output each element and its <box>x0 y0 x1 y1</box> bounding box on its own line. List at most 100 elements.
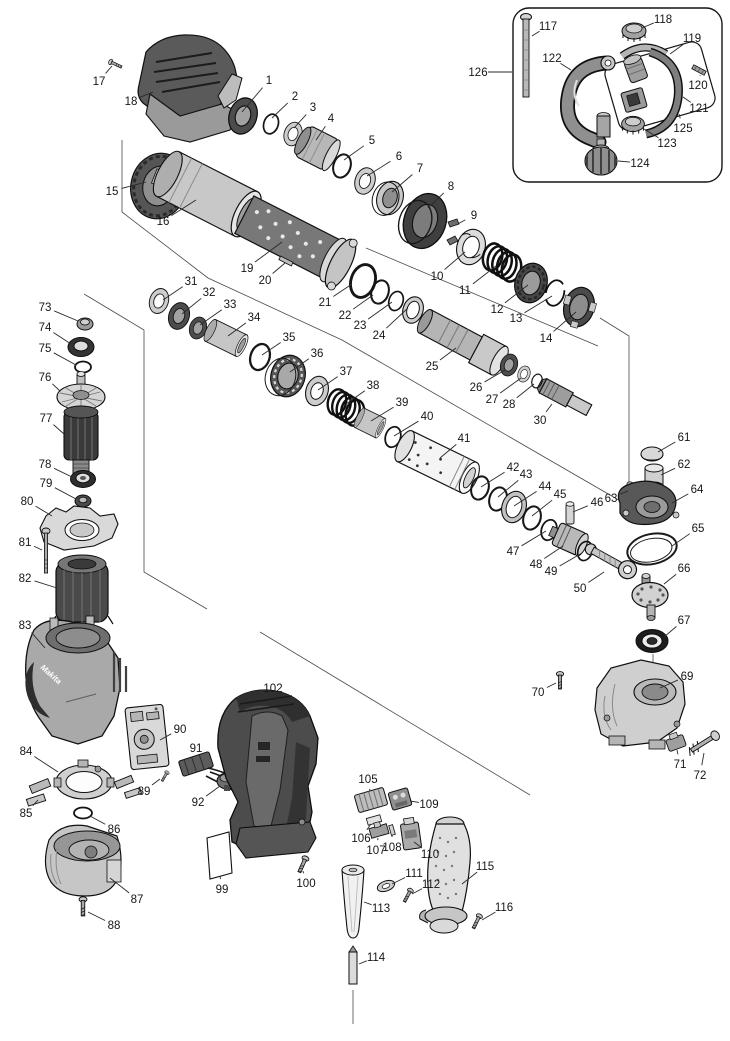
part-70-screw <box>555 671 565 690</box>
part-label-40: 40 <box>421 411 434 423</box>
leader-line-77 <box>53 424 65 435</box>
inset-box <box>512 7 723 183</box>
part-label-5: 5 <box>369 135 375 147</box>
part-13-circlip <box>544 279 566 307</box>
part-label-105: 105 <box>358 774 377 786</box>
part-label-20: 20 <box>259 275 272 287</box>
phantom-lines <box>83 140 654 1024</box>
leader-line-23 <box>367 301 393 320</box>
leader-line-31 <box>162 286 183 301</box>
part-label-63: 63 <box>605 493 618 505</box>
part-label-117: 117 <box>539 21 557 33</box>
part-10-spring-washer <box>456 228 486 266</box>
part-label-61: 61 <box>678 432 691 444</box>
part-label-77: 77 <box>40 413 53 425</box>
leader-line-113 <box>363 901 372 906</box>
part-label-21: 21 <box>319 297 332 309</box>
part-label-111: 111 <box>405 868 422 880</box>
part-label-30: 30 <box>534 415 547 427</box>
leader-line-50 <box>588 571 605 583</box>
leader-line-20 <box>272 262 286 274</box>
part-25-striker <box>416 309 509 376</box>
part-label-48: 48 <box>530 559 543 571</box>
part-116-screw <box>470 912 484 931</box>
part-label-38: 38 <box>367 380 380 392</box>
part-label-31: 31 <box>185 276 198 288</box>
part-label-34: 34 <box>248 312 261 324</box>
part-113-bull-point <box>341 864 365 939</box>
part-label-4: 4 <box>328 113 335 125</box>
leader-line-85 <box>32 799 39 806</box>
leader-line-37 <box>317 376 338 391</box>
part-label-43: 43 <box>520 469 533 481</box>
part-label-50: 50 <box>574 583 587 595</box>
part-label-121: 121 <box>689 103 708 115</box>
part-label-42: 42 <box>507 462 520 474</box>
part-label-89: 89 <box>138 786 151 798</box>
part-label-75: 75 <box>39 343 52 355</box>
part-label-44: 44 <box>539 481 552 493</box>
leader-line-80 <box>35 505 53 517</box>
part-122-side-handle <box>560 55 616 150</box>
leader-line-123 <box>643 128 659 139</box>
leader-line-117 <box>531 30 540 37</box>
leader-line-22 <box>352 294 374 310</box>
leader-line-116 <box>481 911 496 921</box>
leader-line-27 <box>499 377 522 394</box>
leader-line-21 <box>333 283 353 297</box>
part-label-70: 70 <box>532 687 545 699</box>
part-74-bearing <box>67 337 95 357</box>
part-67-bearing <box>635 629 669 653</box>
part-71-terminal-block <box>665 731 687 752</box>
leader-line-109 <box>409 800 420 803</box>
part-114-rod <box>348 945 358 985</box>
leader-line-45 <box>531 499 553 517</box>
part-label-66: 66 <box>678 563 691 575</box>
part-label-92: 92 <box>192 797 205 809</box>
part-78-bearing <box>70 470 96 488</box>
leader-line-106 <box>366 823 372 831</box>
leader-line-61 <box>657 441 676 453</box>
part-36-bearing-hub <box>264 354 306 398</box>
leader-line-2 <box>271 102 289 119</box>
leader-line-26 <box>484 369 506 383</box>
part-64-crank-cap <box>617 480 680 526</box>
part-label-17: 17 <box>93 76 106 88</box>
part-label-126: 126 <box>468 67 487 79</box>
leader-line-87 <box>109 877 130 894</box>
part-4-sleeve <box>294 126 341 172</box>
leader-line-115 <box>461 871 478 885</box>
leader-line-88 <box>87 911 106 921</box>
part-72-bolt <box>688 730 720 757</box>
part-label-18: 18 <box>125 96 138 108</box>
leader-line-78 <box>53 467 73 478</box>
leader-line-10 <box>444 251 466 270</box>
leader-line-46 <box>572 505 588 513</box>
part-label-62: 62 <box>678 459 691 471</box>
part-105-slide-switch <box>354 787 388 813</box>
leader-line-100 <box>302 870 305 874</box>
leader-line-64 <box>671 493 689 504</box>
leader-line-119 <box>669 43 685 55</box>
part-label-2: 2 <box>292 91 298 103</box>
part-81-screw-long <box>41 527 51 574</box>
part-111-clip <box>376 879 396 893</box>
part-77-armature <box>63 405 99 481</box>
leader-line-11 <box>472 265 497 285</box>
leader-line-66 <box>663 573 677 585</box>
leader-line-70 <box>546 682 557 688</box>
leader-line-121 <box>682 96 692 103</box>
part-83-motor-housing: Makita <box>25 615 128 745</box>
part-66-crank-gear <box>631 573 669 621</box>
part-99-label-sticker <box>206 831 233 880</box>
part-41-cylinder <box>394 430 480 494</box>
leader-line-83 <box>31 632 46 649</box>
part-labels: 1234567891011121314151617181920212223242… <box>19 14 709 965</box>
part-18-crank-housing-cover <box>137 34 243 143</box>
leader-line-125 <box>678 113 681 119</box>
part-14-spring-cage <box>562 286 597 329</box>
part-79-ring <box>74 494 92 508</box>
leader-line-33 <box>199 309 223 326</box>
part-label-71: 71 <box>674 759 687 771</box>
part-21-o-ring <box>344 259 382 303</box>
